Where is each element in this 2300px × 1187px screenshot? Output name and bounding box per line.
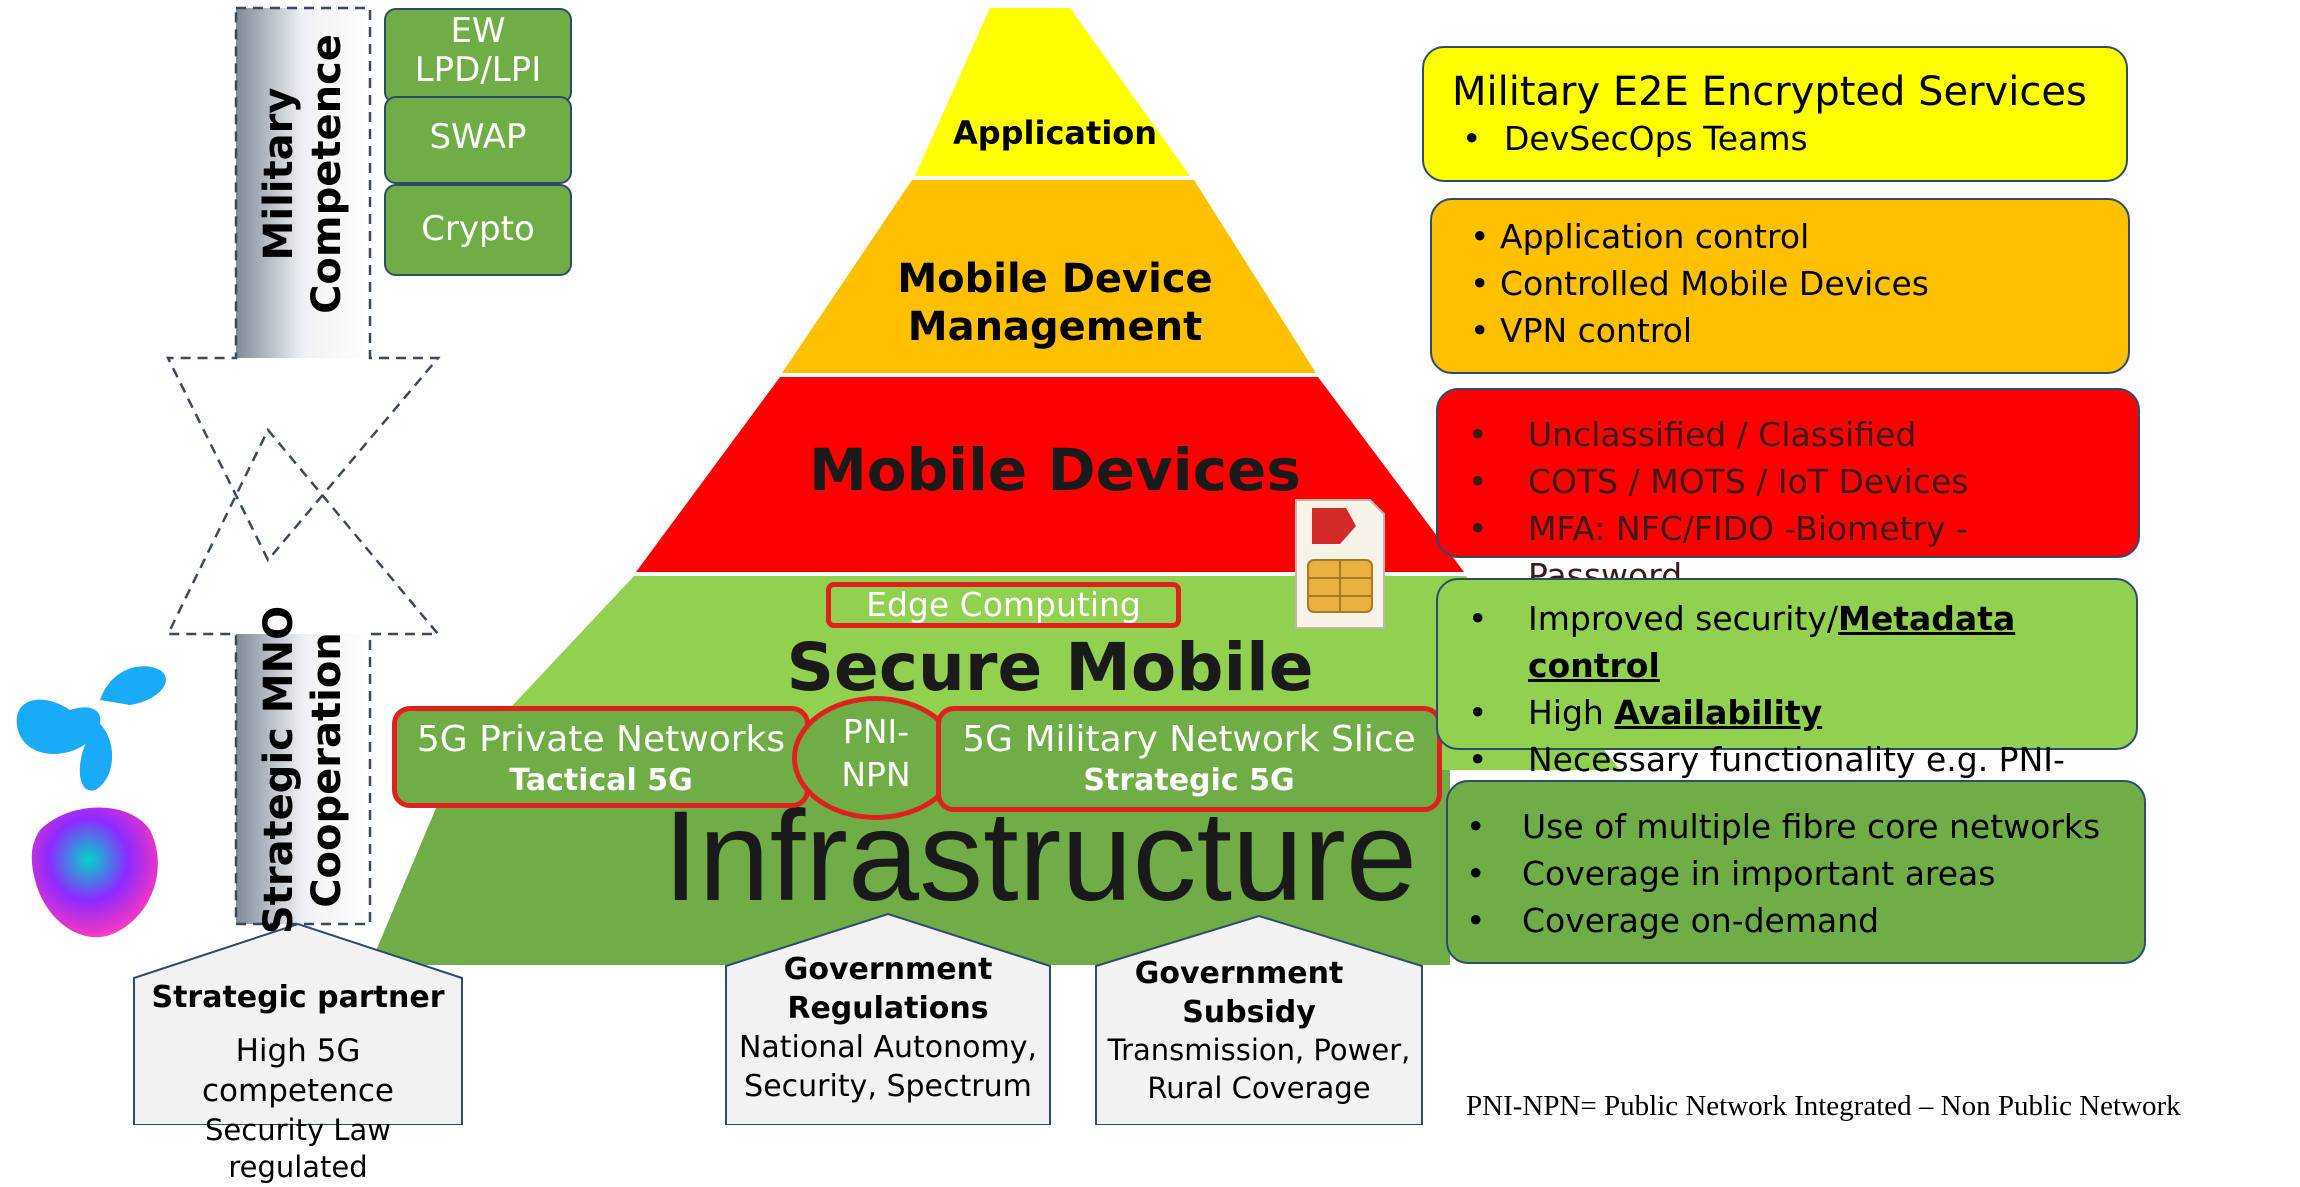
house-regulations-shape [725,912,1051,1125]
house-subsidy: Government Subsidy Transmission, Power, … [1098,954,1420,1107]
mil-tab-swap-label: SWAP [429,117,527,157]
core-desc-box: Improved security/Metadata control High … [1436,578,2138,825]
house-subsidy-title2: Subsidy [1182,995,1316,1030]
mil-tab-ew: EW [450,11,506,51]
mil-tab-crypto[interactable]: Crypto [384,184,572,276]
sim-card-icon [1295,499,1385,629]
tier-infrastructure [370,770,1450,965]
infra-desc-item: Coverage on-demand [1456,898,2116,945]
core-desc-item-security: Improved security/Metadata control [1458,596,2108,690]
devices-desc-item: Unclassified / Classified [1458,412,2110,459]
private-networks-sub: Tactical 5G [509,763,693,798]
tier-mobile-devices-label: Mobile Devices [809,436,1301,504]
pni-line2: NPN [841,754,911,794]
edge-computing-box[interactable]: Edge Computing [826,582,1181,628]
devices-desc-box: Unclassified / Classified COTS / MOTS / … [1436,388,2140,595]
pni-line1: PNI- [842,712,910,751]
core-item1-prefix: Improved security/ [1528,599,1839,638]
application-desc-item: DevSecOps Teams [1452,116,2098,163]
house-regulations: Government Regulations National Autonomy… [728,950,1048,1106]
mil-tab-ew-lpd[interactable]: EW LPD/LPI [384,8,572,104]
network-slice-title: 5G Military Network Slice [962,719,1416,760]
mdm-desc-item: Controlled Mobile Devices [1460,261,2100,308]
house-regulations-title1: Government [783,952,993,987]
network-slice-sub: Strategic 5G [1083,763,1295,798]
mil-tab-crypto-label: Crypto [421,209,535,249]
military-line1: Military [256,87,302,261]
infra-desc-box: Use of multiple fibre core networks Cove… [1446,780,2146,964]
house-regulations-title2: Regulations [787,991,989,1026]
tier-mdm-line2: Management [907,304,1203,350]
mdm-desc-box: Application control Controlled Mobile De… [1430,198,2130,374]
private-networks-box[interactable]: 5G Private Networks Tactical 5G [392,706,810,808]
tier-mdm-line1: Mobile Device [897,256,1213,302]
house-subsidy-line: Transmission, Power, [1107,1033,1411,1067]
house-regulations-line: Security, Spectrum [744,1069,1032,1104]
core-desc-item-availability: High Availability [1458,690,2108,737]
application-desc-box: Military E2E Encrypted Services DevSecOp… [1422,46,2128,182]
house-partner-line: High 5G competence [202,1033,394,1110]
mno-line1: Strategic MNO [256,605,303,935]
mno-line2: Cooperation [304,632,351,908]
house-partner-line: Security Law regulated [205,1112,391,1185]
house-regulations-line: National Autonomy, [738,1030,1038,1065]
devices-desc-item: COTS / MOTS / IoT Devices [1458,459,2110,506]
mdm-desc-item: Application control [1460,214,2100,261]
house-subsidy-shape [1095,914,1423,1125]
house-subsidy-line: Rural Coverage [1147,1070,1371,1105]
tier-mdm [782,180,1316,373]
strategic-mno-label: Strategic MNO Cooperation [236,606,370,934]
house-partner-shape [133,922,463,1125]
tier-application [915,8,1190,176]
infra-desc-item: Use of multiple fibre core networks [1456,804,2116,851]
core-item2-emph: Availability [1614,692,1823,732]
strategic-mno-arrow [165,427,441,926]
core-item1-emph: Metadata control [1528,599,2016,685]
footnote: PNI-NPN= Public Network Integrated – Non… [1466,1090,2181,1122]
tier-mobile-devices [636,377,1464,572]
mil-tab-swap[interactable]: SWAP [384,96,572,184]
core-item2-prefix: High [1528,692,1615,732]
application-desc-title: Military E2E Encrypted Services [1452,69,2087,115]
military-competence-arrow [165,6,441,563]
military-competence-label: Military Competence [236,24,370,324]
tier-mdm-label: Mobile Device Management [850,255,1260,351]
military-line2: Competence [304,34,350,314]
house-partner-title: Strategic partner [151,980,445,1015]
telenor-logo-icon [16,666,166,791]
telia-logo-icon [31,807,158,938]
edge-computing-label: Edge Computing [866,585,1141,624]
tier-application-label: Application [952,114,1158,152]
infra-desc-item: Coverage in important areas [1456,851,2116,898]
private-networks-title: 5G Private Networks [416,719,786,760]
mil-tab-lpd: LPD/LPI [414,50,542,91]
house-subsidy-title1: Government [1134,956,1344,991]
network-slice-box[interactable]: 5G Military Network Slice Strategic 5G [936,706,1442,812]
mdm-desc-item: VPN control [1460,308,2100,355]
pni-npn-ellipse[interactable]: PNI- NPN [792,696,960,820]
house-partner: Strategic partner High 5G competence Sec… [136,978,460,1187]
